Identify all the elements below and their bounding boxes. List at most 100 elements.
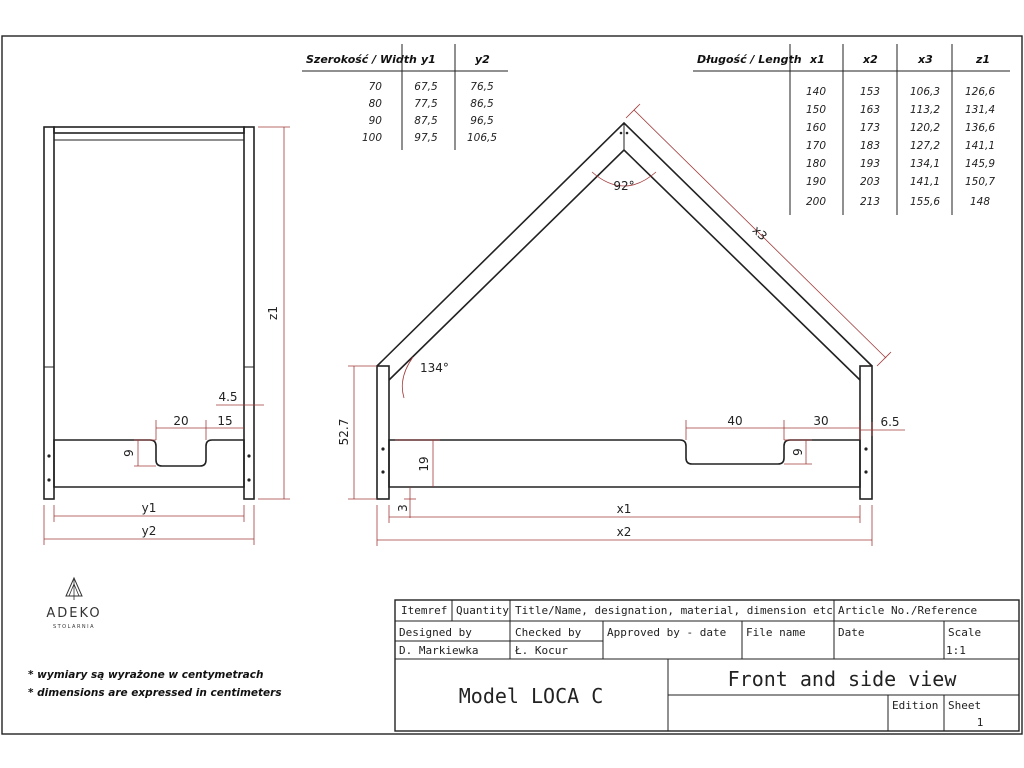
dim-3: 3 [396, 504, 410, 512]
screw-dot [864, 447, 868, 451]
length-cell: 126,6 [965, 86, 995, 98]
front-view: z1 4.5 20 15 9 y1 y2 [43, 126, 290, 545]
note-polish: * wymiary są wyrażone w centymetrach [28, 669, 263, 681]
quantity-label: Quantity [456, 604, 509, 617]
right-post [243, 126, 255, 500]
end-board [53, 439, 245, 488]
width-cell: 86,5 [470, 98, 494, 110]
width-cell: 77,5 [414, 98, 438, 110]
dim-9-right: 9 [791, 448, 805, 456]
length-cell: 153 [860, 86, 880, 98]
sheet-value: 1 [977, 716, 984, 729]
length-row: 150 163 113,2 131,4 [806, 104, 995, 116]
length-row: 160 173 120,2 136,6 [806, 122, 995, 134]
dim-20: 20 [173, 414, 188, 428]
side-rail [388, 439, 861, 488]
left-post [43, 126, 55, 500]
angle-arc [401, 356, 414, 399]
screw-dot [247, 454, 251, 458]
title-label: Title/Name, designation, material, dimen… [515, 604, 833, 617]
length-table-header-2: x1 [809, 53, 825, 66]
dimension-line [625, 103, 641, 119]
screw-dot [381, 470, 385, 474]
article-label: Article No./Reference [838, 604, 977, 617]
width-cell: 67,5 [414, 81, 438, 93]
right-post [859, 365, 873, 500]
length-cell: 141,1 [910, 176, 940, 188]
length-cell: 106,3 [910, 86, 940, 98]
length-row: 200 213 155,6 148 [806, 196, 990, 208]
title-block: Itemref Quantity Title/Name, designation… [394, 599, 1020, 732]
dim-y1: y1 [142, 501, 157, 515]
note-english: * dimensions are expressed in centimeter… [28, 687, 282, 699]
length-cell: 141,1 [965, 140, 995, 152]
length-cell: 163 [860, 104, 880, 116]
width-table-header-3: y2 [475, 53, 490, 66]
dimension-line [876, 351, 892, 367]
sheet-border [1, 35, 1023, 735]
length-row: 140 153 106,3 126,6 [806, 86, 995, 98]
length-table-header-3: x2 [862, 53, 878, 66]
ridge-bar [53, 126, 245, 134]
length-cell: 145,9 [965, 158, 995, 170]
dim-x2: x2 [617, 525, 632, 539]
width-cell: 87,5 [414, 115, 438, 127]
logo-name: ADEKO [46, 606, 101, 621]
length-cell: 150,7 [965, 176, 995, 188]
date-label: Date [838, 626, 865, 639]
dim-4-5: 4.5 [218, 390, 237, 404]
length-cell: 150 [806, 104, 826, 116]
length-table-header-1: Długość / Length [697, 53, 802, 66]
dim-y2: y2 [142, 524, 157, 538]
angle-arc [591, 171, 657, 187]
file-label: File name [746, 626, 806, 639]
approved-label: Approved by - date [607, 626, 726, 639]
side-view: 92° 134° x3 52.7 19 3 40 30 6.5 [337, 103, 905, 546]
width-cell: 106,5 [467, 132, 497, 144]
dim-30: 30 [813, 414, 828, 428]
screw-dot [381, 447, 385, 451]
angle-top: 92° [613, 179, 634, 193]
angle-side: 134° [420, 361, 449, 375]
length-cell: 190 [806, 176, 826, 188]
roof-outer [376, 121, 873, 367]
logo: ADEKO STOLARNIA [46, 576, 101, 630]
length-cell: 193 [860, 158, 880, 170]
length-table-header-4: x3 [917, 53, 933, 66]
length-cell: 203 [860, 176, 880, 188]
logo-subtitle: STOLARNIA [53, 624, 95, 630]
dim-z1: z1 [266, 306, 280, 320]
width-cell: 96,5 [470, 115, 494, 127]
dim-6-5: 6.5 [880, 415, 899, 429]
dim-19: 19 [417, 456, 431, 471]
screw-dot [625, 131, 629, 135]
length-cell: 173 [860, 122, 880, 134]
length-cell: 213 [860, 196, 880, 208]
length-cell: 200 [806, 196, 826, 208]
dim-9-left: 9 [122, 449, 136, 457]
length-cell: 148 [970, 196, 990, 208]
width-cell: 97,5 [414, 132, 438, 144]
sheet-label: Sheet [948, 699, 981, 712]
length-cell: 113,2 [910, 104, 940, 116]
dim-52-7: 52.7 [337, 419, 351, 446]
length-cell: 160 [806, 122, 826, 134]
length-cell: 136,6 [965, 122, 995, 134]
dim-x1: x1 [617, 502, 632, 516]
dim-40: 40 [727, 414, 742, 428]
dim-15: 15 [217, 414, 232, 428]
length-cell: 170 [806, 140, 826, 152]
width-cell: 80 [369, 98, 383, 110]
screw-dot [47, 454, 51, 458]
width-cell: 100 [362, 132, 382, 144]
width-cell: 76,5 [470, 81, 494, 93]
checked-value: Ł. Kocur [514, 644, 568, 657]
screw-dot [619, 131, 623, 135]
length-cell: 127,2 [910, 140, 940, 152]
width-cell: 70 [369, 81, 383, 93]
length-table-header-5: z1 [975, 53, 990, 66]
designed-label: Designed by [399, 626, 472, 639]
width-cell: 90 [369, 115, 383, 127]
scale-label: Scale [948, 626, 981, 639]
